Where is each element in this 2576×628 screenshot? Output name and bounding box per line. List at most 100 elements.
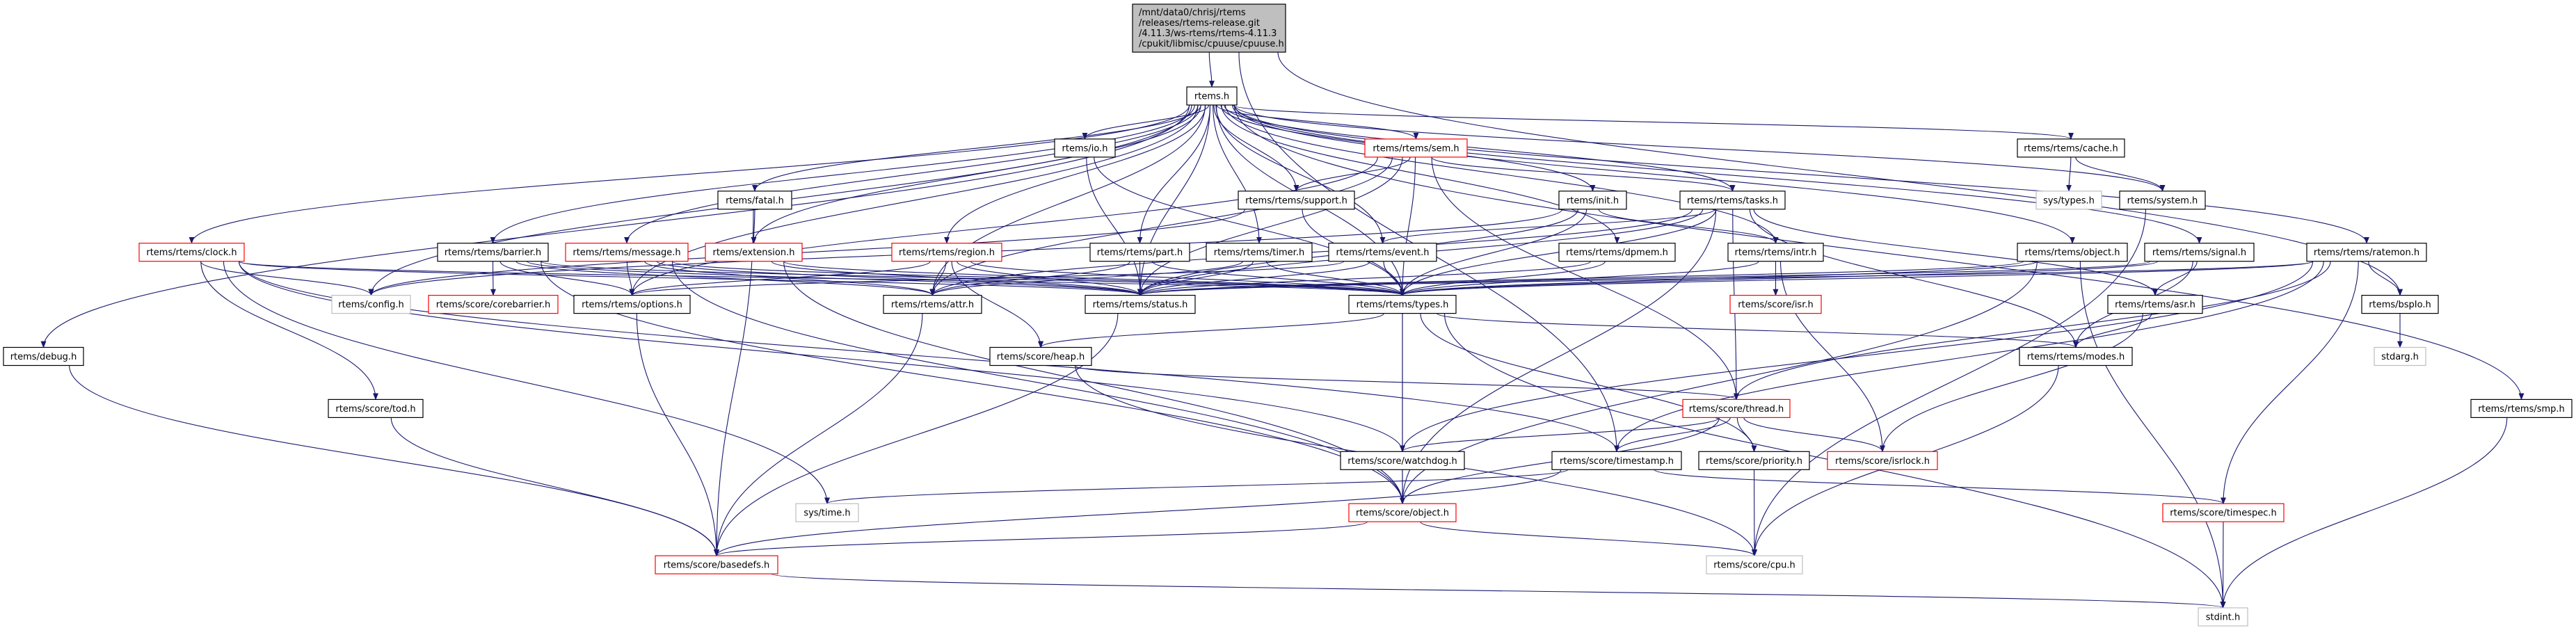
node-stdarg[interactable]: stdarg.h [2374,346,2426,367]
node-systypes-box[interactable] [2035,191,2102,210]
node-debug-box[interactable] [3,346,84,367]
node-extension-box[interactable] [705,243,803,262]
node-init-box[interactable] [1558,191,1627,210]
node-config[interactable]: rtems/config.h [331,295,411,314]
node-corebarrier-box[interactable] [428,295,559,314]
node-smp-box[interactable] [2470,398,2573,419]
node-timer[interactable]: rtems/rtems/timer.h [1206,243,1313,262]
node-object[interactable]: rtems/rtems/object.h [2017,243,2128,262]
node-fatal[interactable]: rtems/fatal.h [717,191,792,210]
node-bspio-box[interactable] [2361,295,2439,314]
node-root-file[interactable]: /mnt/data0/chrisj/rtems /releases/rtems-… [1132,3,1286,53]
node-cache-box[interactable] [2017,138,2125,158]
node-stdarg-box[interactable] [2374,346,2426,367]
node-stdint[interactable]: stdint.h [2198,607,2248,627]
node-dpmem-box[interactable] [1558,243,1676,262]
node-cache[interactable]: rtems/rtems/cache.h [2017,138,2125,158]
node-thread[interactable]: rtems/score/thread.h [1682,398,1791,419]
node-corebarrier[interactable]: rtems/score/corebarrier.h [428,295,559,314]
node-modes[interactable]: rtems/rtems/modes.h [2019,346,2133,367]
node-init[interactable]: rtems/init.h [1558,191,1627,210]
node-part-box[interactable] [1089,243,1190,262]
node-tasks[interactable]: rtems/rtems/tasks.h [1679,191,1786,210]
node-clock-box[interactable] [138,243,245,262]
node-isrlock[interactable]: rtems/score/isrlock.h [1827,451,1938,470]
node-timestamp[interactable]: rtems/score/timestamp.h [1551,451,1682,470]
root-node-box[interactable] [1132,3,1286,53]
node-systime[interactable]: sys/time.h [795,503,859,522]
node-clock[interactable]: rtems/rtems/clock.h [138,243,245,262]
node-support-box[interactable] [1238,191,1355,210]
node-support[interactable]: rtems/rtems/support.h [1238,191,1355,210]
node-intr[interactable]: rtems/rtems/intr.h [1727,243,1824,262]
node-smp[interactable]: rtems/rtems/smp.h [2470,398,2573,419]
node-options-box[interactable] [573,295,691,314]
node-systypes[interactable]: sys/types.h [2035,191,2102,210]
node-rtems[interactable]: rtems.h [1186,86,1238,106]
node-priority-box[interactable] [1698,451,1810,470]
node-types[interactable]: rtems/rtems/types.h [1348,295,1457,314]
node-timer-box[interactable] [1206,243,1313,262]
node-event-box[interactable] [1328,243,1437,262]
node-fatal-box[interactable] [717,191,792,210]
node-intr-box[interactable] [1727,243,1824,262]
node-cpu-box[interactable] [1706,555,1803,574]
node-ratemon[interactable]: rtems/rtems/ratemon.h [2306,243,2427,262]
node-types-box[interactable] [1348,295,1457,314]
node-isr[interactable]: rtems/score/isr.h [1729,295,1822,314]
node-sem-box[interactable] [1364,138,1468,158]
node-status[interactable]: rtems/rtems/status.h [1085,295,1196,314]
node-modes-box[interactable] [2019,346,2133,367]
node-watchdog[interactable]: rtems/score/watchdog.h [1340,451,1465,470]
node-timestamp-box[interactable] [1551,451,1682,470]
node-scoreobject[interactable]: rtems/score/object.h [1348,503,1457,522]
node-basedefs[interactable]: rtems/score/basedefs.h [655,555,778,574]
node-tasks-box[interactable] [1679,191,1786,210]
node-stdint-box[interactable] [2198,607,2248,627]
node-scoreobject-box[interactable] [1348,503,1457,522]
node-message[interactable]: rtems/rtems/message.h [565,243,689,262]
node-system-box[interactable] [2119,191,2206,210]
node-event[interactable]: rtems/rtems/event.h [1328,243,1437,262]
node-basedefs-box[interactable] [655,555,778,574]
node-rtems-box[interactable] [1186,86,1238,106]
node-thread-box[interactable] [1682,398,1791,419]
node-heap-box[interactable] [989,346,1092,367]
node-config-box[interactable] [331,295,411,314]
node-isr-box[interactable] [1729,295,1822,314]
node-sem[interactable]: rtems/rtems/sem.h [1364,138,1468,158]
node-region-box[interactable] [891,243,1002,262]
node-barrier[interactable]: rtems/rtems/barrier.h [437,243,549,262]
node-dpmem[interactable]: rtems/rtems/dpmem.h [1558,243,1676,262]
node-asr[interactable]: rtems/rtems/asr.h [2107,295,2203,314]
node-ratemon-box[interactable] [2306,243,2427,262]
node-systime-box[interactable] [795,503,859,522]
node-heap[interactable]: rtems/score/heap.h [989,346,1092,367]
node-isrlock-box[interactable] [1827,451,1938,470]
node-io-box[interactable] [1054,138,1116,158]
node-asr-box[interactable] [2107,295,2203,314]
node-object-box[interactable] [2017,243,2128,262]
node-extension[interactable]: rtems/extension.h [705,243,803,262]
node-attr[interactable]: rtems/rtems/attr.h [883,295,982,314]
node-timespec-box[interactable] [2162,503,2285,522]
node-region[interactable]: rtems/rtems/region.h [891,243,1002,262]
node-watchdog-box[interactable] [1340,451,1465,470]
node-attr-box[interactable] [883,295,982,314]
node-status-box[interactable] [1085,295,1196,314]
node-signal-box[interactable] [2144,243,2255,262]
node-timespec[interactable]: rtems/score/timespec.h [2162,503,2285,522]
node-io[interactable]: rtems/io.h [1054,138,1116,158]
node-debug[interactable]: rtems/debug.h [3,346,84,367]
node-options[interactable]: rtems/rtems/options.h [573,295,691,314]
node-barrier-box[interactable] [437,243,549,262]
node-part[interactable]: rtems/rtems/part.h [1089,243,1190,262]
node-signal[interactable]: rtems/rtems/signal.h [2144,243,2255,262]
node-system[interactable]: rtems/system.h [2119,191,2206,210]
node-tod-box[interactable] [328,398,424,419]
node-message-box[interactable] [565,243,689,262]
node-priority[interactable]: rtems/score/priority.h [1698,451,1810,470]
node-tod[interactable]: rtems/score/tod.h [328,398,424,419]
node-cpu[interactable]: rtems/score/cpu.h [1706,555,1803,574]
node-bspio[interactable]: rtems/bspIo.h [2361,295,2439,314]
